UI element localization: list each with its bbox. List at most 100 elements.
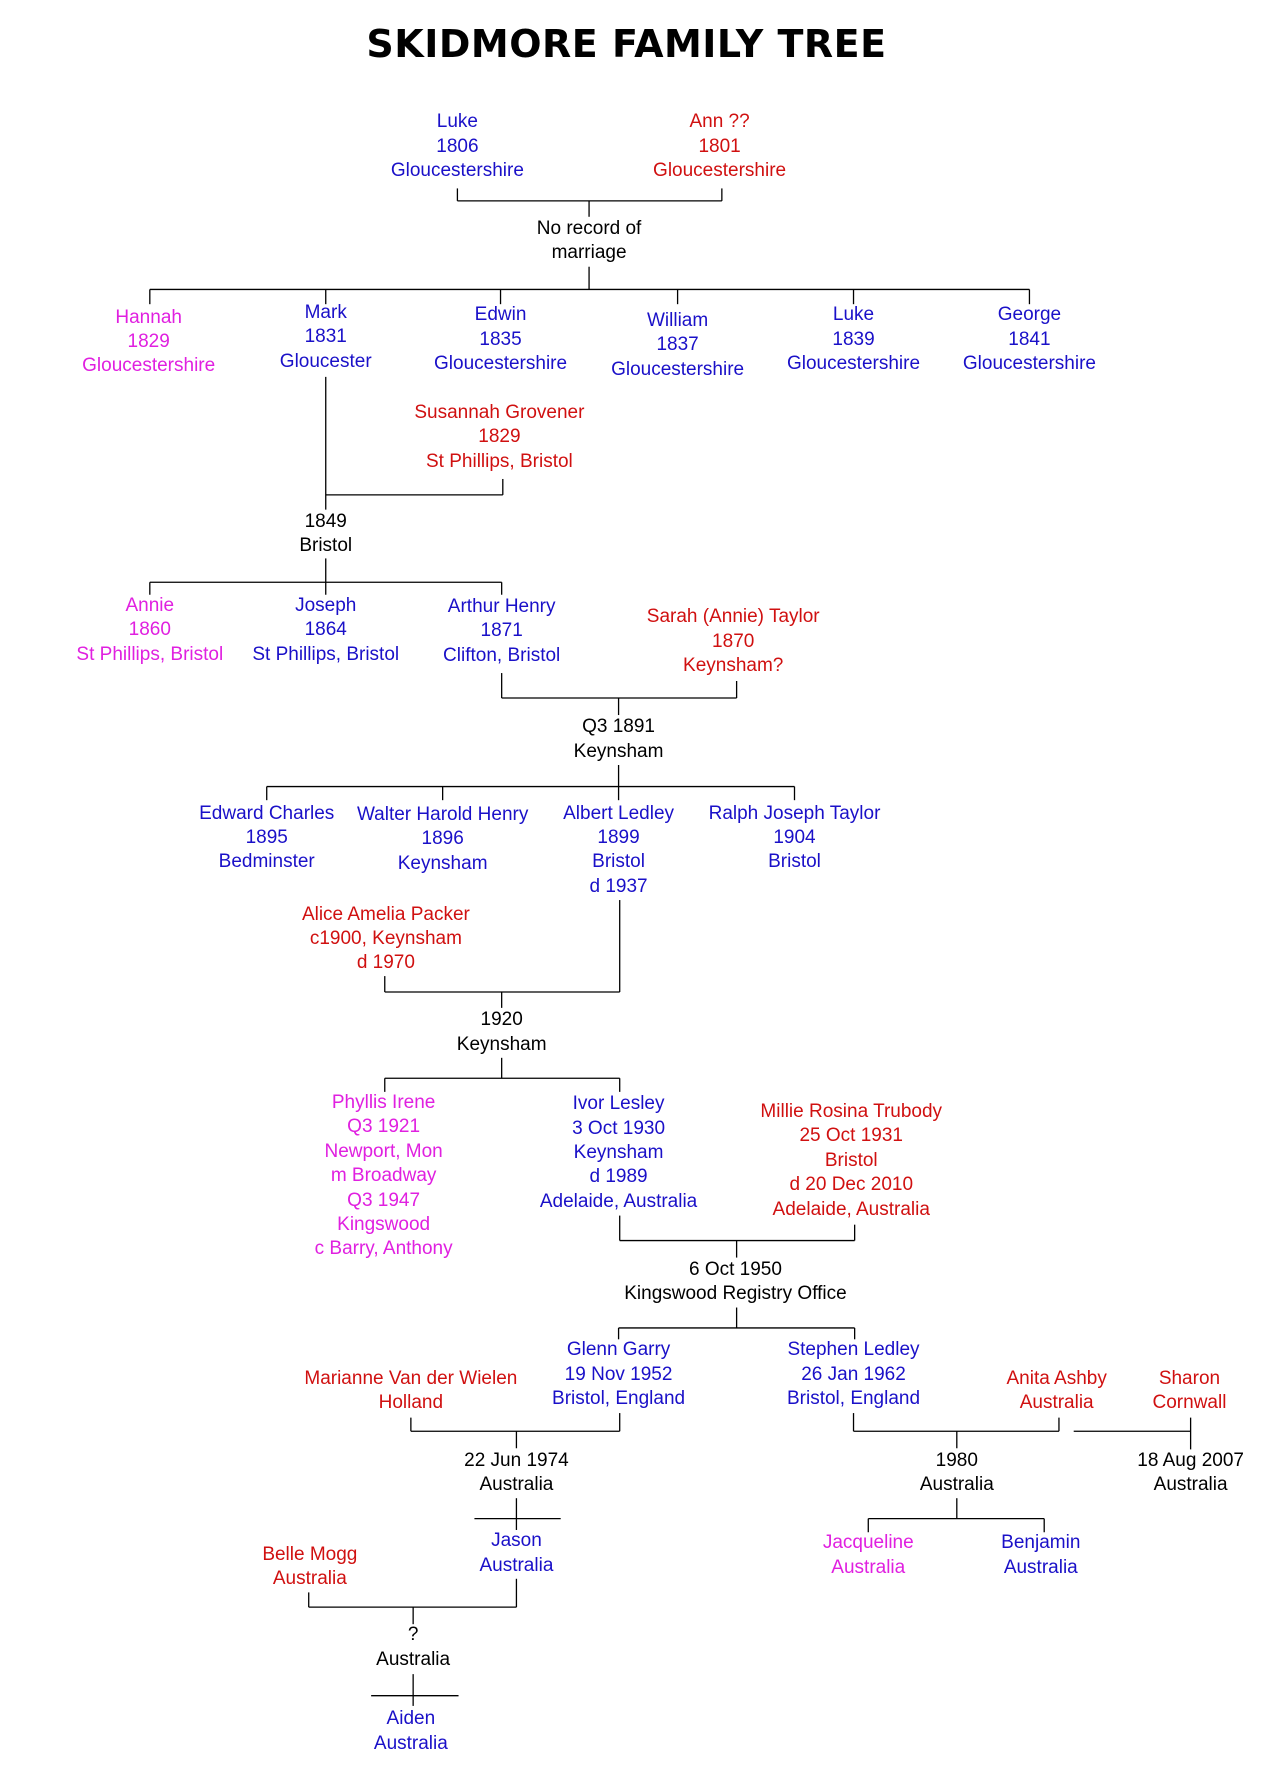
node-text-line: 1835 xyxy=(479,328,522,350)
node-text-line: 1871 xyxy=(480,620,523,642)
node-text-line: Bristol xyxy=(592,851,645,873)
node-text-line: 1860 xyxy=(128,619,171,641)
node-text-line: Joseph xyxy=(295,594,357,616)
node-text-line: Q3 1921 xyxy=(347,1116,421,1138)
node-text-line: 1980 xyxy=(935,1449,978,1471)
node-text-line: 1831 xyxy=(304,326,347,348)
node-text-line: Annie xyxy=(125,594,175,616)
node-text-line: Aiden xyxy=(386,1708,436,1730)
node-text-line: Alice Amelia Packer xyxy=(301,903,470,925)
node-text-line: Cornwall xyxy=(1152,1392,1227,1414)
node-text-line: 6 Oct 1950 xyxy=(688,1258,782,1280)
node-text-line: Bristol xyxy=(299,535,353,557)
node-text-line: Gloucestershire xyxy=(786,353,921,375)
node-text-line: c1900, Keynsham xyxy=(309,928,462,949)
node-text-line: Millie Rosina Trubody xyxy=(760,1101,943,1123)
node-text-line: Gloucestershire xyxy=(434,353,568,375)
node-text-line: Bristol, England xyxy=(786,1388,921,1410)
node-text-line: c Barry, Anthony xyxy=(314,1238,453,1260)
node-text-line: Adelaide, Australia xyxy=(772,1198,930,1220)
node-text-line: St Phillips, Bristol xyxy=(252,643,400,665)
node-text-line: Q3 1947 xyxy=(347,1189,421,1211)
node-text-line: Clifton, Bristol xyxy=(443,644,561,666)
node-text-line: 19 Nov 1952 xyxy=(564,1363,673,1385)
node-text-line: 1864 xyxy=(304,619,347,641)
node-text-line: Jacqueline xyxy=(822,1532,914,1554)
page-title: SKIDMORE FAMILY TREE xyxy=(366,22,887,66)
node-text-line: Newport, Mon xyxy=(324,1140,443,1162)
node-text-line: 1829 xyxy=(127,330,170,352)
node-text-line: Australia xyxy=(1003,1556,1078,1578)
person-alice: Alice Amelia Packer c1900, Keynsham d 1970 xyxy=(302,903,470,976)
node-text-line: Australia xyxy=(272,1568,347,1590)
node-text-line: Kingswood Registry Office xyxy=(624,1283,847,1305)
node-text-line: 1896 xyxy=(421,828,464,850)
node-text-line: marriage xyxy=(551,242,627,264)
node-text-line: Australia xyxy=(376,1648,451,1670)
node-text-line: d 1970 xyxy=(356,952,415,974)
node-text-line: Q3 1891 xyxy=(582,716,656,738)
node-text-line: Gloucestershire xyxy=(82,355,216,377)
node-text-line: Gloucester xyxy=(279,350,372,372)
node-text-line: Luke xyxy=(436,111,478,133)
node-text-line: Ann ?? xyxy=(689,111,750,133)
node-text-line: William xyxy=(646,310,709,331)
node-text-line: 1899 xyxy=(597,826,640,848)
node-text-line: 1895 xyxy=(245,826,288,848)
node-text-line: Bristol xyxy=(824,1149,878,1171)
node-text-line: Ivor Lesley xyxy=(572,1093,665,1115)
node-text-line: George xyxy=(997,304,1062,326)
node-text-line: Keynsham xyxy=(573,740,664,762)
node-text-line: Gloucestershire xyxy=(962,353,1096,375)
node-text-line: Gloucestershire xyxy=(390,160,524,182)
node-text-line: Bedminster xyxy=(218,851,315,873)
node-text-line: Keynsham xyxy=(397,852,488,874)
node-text-line: 1837 xyxy=(656,334,699,356)
node-text-line: Phyllis Irene xyxy=(331,1092,436,1114)
node-text-line: Australia xyxy=(1153,1473,1228,1495)
node-text-line: 1829 xyxy=(478,426,521,448)
node-text-line: Australia xyxy=(479,1473,554,1495)
node-text-line: Keynsham xyxy=(456,1033,547,1055)
node-text-line: Kingswood xyxy=(337,1213,431,1235)
node-text-line: Benjamin xyxy=(1001,1532,1081,1554)
node-text-line: Adelaide, Australia xyxy=(539,1190,698,1212)
node-text-line: Bristol xyxy=(768,851,821,873)
node-text-line: Marianne Van der Wielen xyxy=(304,1367,518,1389)
node-text-line: Australia xyxy=(479,1554,554,1576)
node-text-line: Keynsham xyxy=(573,1141,664,1163)
node-text-line: Australia xyxy=(1019,1392,1094,1414)
node-text-line: 18 Aug 2007 xyxy=(1137,1449,1244,1471)
node-text-line: ? xyxy=(407,1624,419,1646)
node-text-line: 3 Oct 1930 xyxy=(572,1117,666,1139)
node-text-line: Anita Ashby xyxy=(1006,1367,1107,1389)
node-text-line: 1801 xyxy=(698,135,741,157)
